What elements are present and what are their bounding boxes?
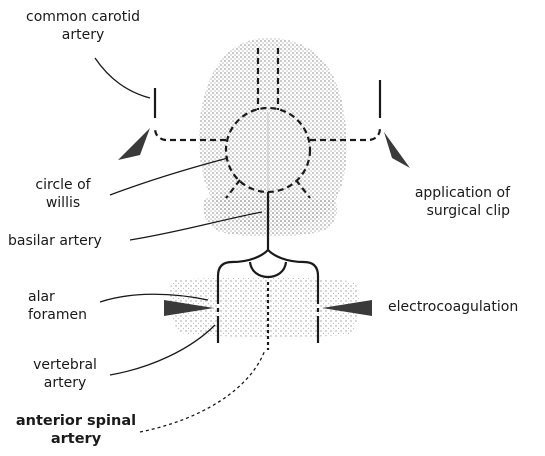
- label-common-carotid-line2: artery: [18, 26, 148, 44]
- label-circle-of-willis-line1: circle of: [18, 176, 108, 194]
- label-common-carotid: common carotid artery: [18, 8, 148, 44]
- label-anterior-spinal-line2: artery: [6, 430, 146, 448]
- vertebral-junction-loop: [250, 262, 286, 277]
- label-anterior-spinal-line1: anterior spinal: [6, 412, 146, 430]
- label-application-clip-line1: application of: [382, 184, 510, 202]
- label-common-carotid-line1: common carotid: [18, 8, 148, 26]
- label-application-clip-line2: surgical clip: [382, 202, 510, 220]
- label-circle-of-willis-line2: willis: [18, 194, 108, 212]
- label-application-clip: application of surgical clip: [382, 184, 510, 220]
- right-clip-arrowhead: [384, 132, 410, 168]
- label-alar-foramen-line1: alar: [28, 288, 87, 306]
- label-alar-foramen-line2: foramen: [28, 306, 87, 324]
- label-electrocoagulation: electrocoagulation: [388, 298, 518, 316]
- label-vertebral-artery: vertebral artery: [20, 356, 110, 392]
- label-vertebral-artery-line2: artery: [20, 374, 110, 392]
- label-circle-of-willis: circle of willis: [18, 176, 108, 212]
- label-vertebral-artery-line1: vertebral: [20, 356, 110, 374]
- label-basilar-artery: basilar artery: [8, 232, 102, 250]
- label-anterior-spinal: anterior spinal artery: [6, 412, 146, 448]
- pons-shape: [203, 197, 337, 237]
- left-clip-arrowhead: [118, 128, 150, 160]
- label-alar-foramen: alar foramen: [28, 288, 87, 324]
